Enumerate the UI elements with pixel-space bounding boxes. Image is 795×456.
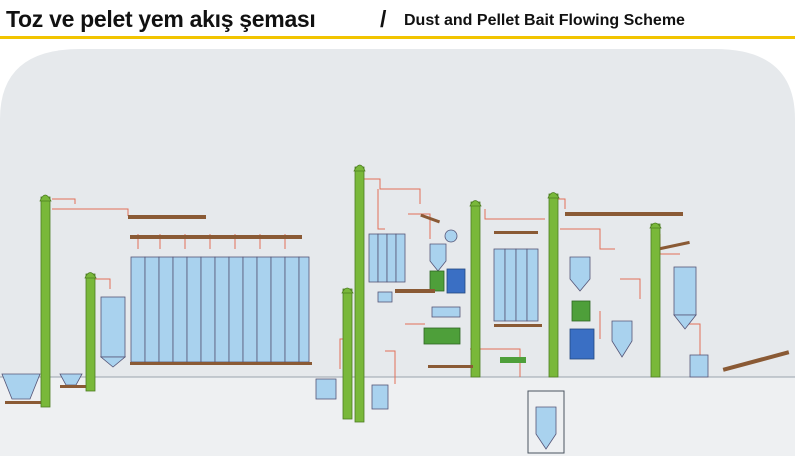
bucket-elevators: [40, 166, 661, 423]
silo-battery-main: [130, 256, 310, 363]
elevator-icon: [342, 288, 353, 420]
elevator-heads: [39, 164, 662, 294]
silo-battery-middle: [368, 233, 406, 283]
title-separator: /: [380, 6, 387, 32]
hammer-mill-icon: [429, 270, 445, 292]
conveyor-icon: [565, 212, 683, 216]
silo-icon: [100, 296, 126, 358]
bagging-icon: [689, 354, 709, 378]
hammer-mill-icon: [371, 384, 389, 410]
elevator-icon: [650, 223, 661, 378]
page-title-turkish: Toz ve pelet yem akış şeması: [6, 6, 316, 32]
conveyor-icon: [130, 235, 302, 239]
page-title-english: Dust and Pellet Bait Flowing Scheme: [404, 12, 685, 29]
cyclone-icon: [429, 243, 447, 272]
conveyor-icon: [60, 385, 90, 388]
intake-hopper-icon: [1, 373, 41, 400]
mixer-icon: [423, 327, 461, 345]
conveyor-icon: [494, 231, 538, 234]
filter-icon: [446, 268, 466, 294]
elevator-icon: [85, 273, 96, 392]
cyclone-icon: [535, 406, 557, 450]
intake-hopper-icon: [315, 378, 337, 400]
silo-outlet: [673, 314, 697, 330]
conveyor-icon: [494, 324, 542, 327]
conveyor-icon: [128, 215, 206, 219]
title-accent-line: [0, 36, 795, 39]
conveyor-icon: [722, 350, 790, 372]
silo-outlet: [99, 356, 127, 368]
silo-battery-right: [493, 248, 539, 322]
basement-pit: [527, 390, 565, 454]
conveyor-icon: [5, 401, 43, 404]
conveyor-icon: [395, 289, 435, 293]
conveyor-icon: [428, 365, 473, 368]
title-bar: Toz ve pelet yem akış şeması / Dust and …: [0, 0, 795, 39]
fan-icon: [444, 229, 458, 243]
conveyor-icon: [130, 362, 312, 365]
mixer-icon: [431, 306, 461, 318]
elevator-icon: [354, 166, 365, 423]
ground-floor: [0, 377, 795, 456]
conveyor-icon: [420, 213, 441, 224]
bagging-icon: [377, 291, 393, 303]
conveyor-icon: [500, 357, 526, 363]
elevator-icon: [548, 193, 559, 378]
elevator-icon: [40, 196, 51, 408]
cyclone-icon: [569, 256, 591, 292]
elevator-icon: [470, 201, 481, 378]
flow-diagram: [0, 49, 795, 456]
pellet-press-icon: [571, 300, 591, 322]
silo-icon: [673, 266, 697, 316]
cyclone-icon: [611, 320, 633, 358]
conveyor-icon: [659, 240, 690, 251]
cooler-icon: [569, 328, 595, 360]
